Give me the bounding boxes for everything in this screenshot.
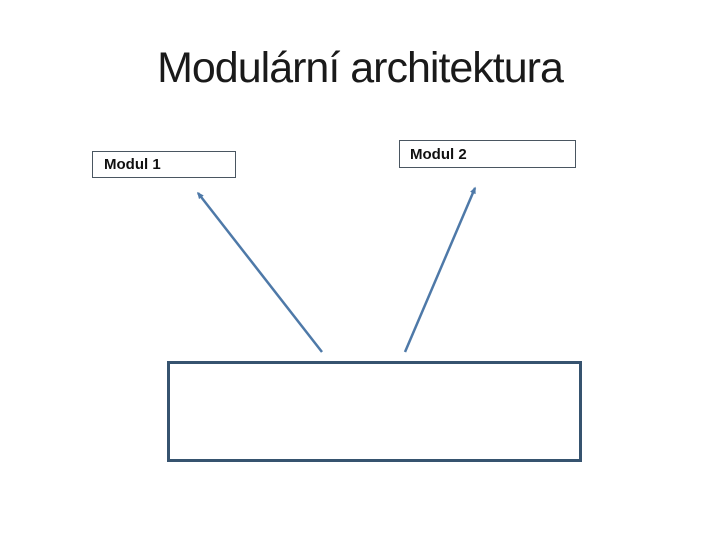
module-1-box: Modul 1 — [92, 151, 236, 178]
module-2-box: Modul 2 — [399, 140, 576, 168]
connector-line-module-2 — [403, 186, 477, 353]
connector-line-module-1 — [197, 191, 323, 353]
container-box — [167, 361, 582, 462]
module-2-label: Modul 2 — [410, 145, 467, 163]
slide-title: Modulární architektura — [157, 44, 564, 92]
module-1-label: Modul 1 — [104, 156, 161, 173]
